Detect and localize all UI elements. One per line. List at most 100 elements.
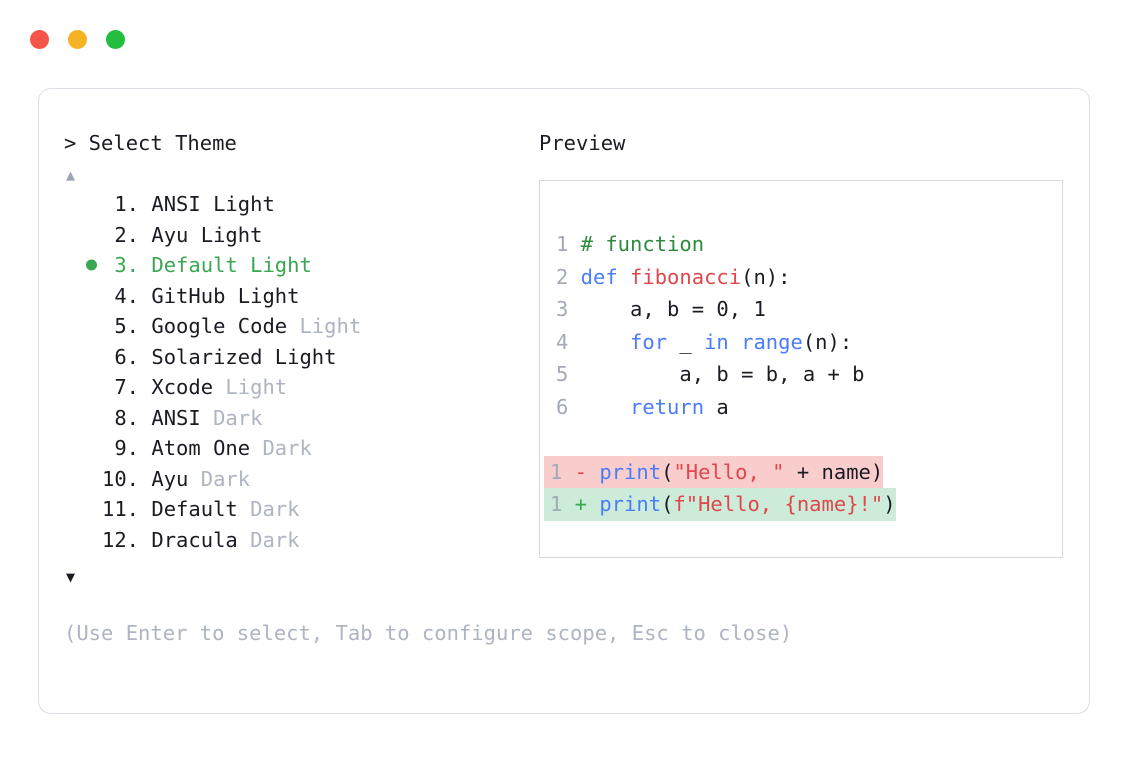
theme-item-variant: Dark: [250, 436, 312, 460]
theme-list-item[interactable]: 8. ANSI Dark: [64, 403, 524, 434]
theme-list-item[interactable]: 12. Dracula Dark: [64, 525, 524, 556]
code-token: ,: [728, 297, 754, 321]
theme-item-number: 9: [114, 436, 127, 460]
theme-list-item[interactable]: 9. Atom One Dark: [64, 433, 524, 464]
theme-list-item[interactable]: 6. Solarized Light: [64, 342, 524, 373]
code-token: fibonacci: [630, 264, 742, 289]
selected-bullet-icon: [86, 504, 97, 515]
code-token: # function: [580, 232, 705, 256]
theme-item-number-dot: .: [126, 253, 152, 277]
theme-list-item[interactable]: 4. GitHub Light: [64, 281, 524, 312]
code-token: for: [630, 329, 668, 354]
code-token: (n):: [802, 329, 853, 354]
theme-item-number: 1: [114, 192, 127, 216]
theme-item-number-dot: .: [126, 344, 152, 369]
theme-list-item[interactable]: 2. Ayu Light: [64, 220, 524, 251]
theme-item-variant: Dark: [237, 497, 300, 521]
selected-bullet-icon: [86, 412, 97, 423]
theme-item-number: 10: [102, 466, 127, 491]
theme-item-number-dot: .: [126, 436, 152, 460]
theme-list-item[interactable]: 7. Xcode Light: [64, 372, 524, 403]
selected-bullet-icon: [86, 382, 97, 393]
preview-label: Preview: [539, 131, 626, 155]
scroll-up-icon[interactable]: ▲: [66, 166, 76, 184]
code-token: in: [704, 329, 729, 354]
close-icon[interactable]: [30, 30, 49, 49]
theme-item-variant: Light: [213, 375, 288, 399]
theme-item-name: Atom One: [151, 436, 251, 460]
selected-bullet-icon: [86, 199, 97, 210]
code-token: _: [667, 329, 705, 354]
theme-item-name: GitHub Light: [151, 283, 300, 308]
theme-item-number-dot: .: [126, 283, 152, 308]
theme-item-name: ANSI: [151, 405, 201, 430]
selected-bullet-icon: [86, 321, 97, 332]
theme-item-number: 6: [114, 344, 127, 369]
code-gap: [540, 423, 1062, 456]
code-token: print: [599, 492, 662, 516]
theme-item-number-dot: .: [126, 314, 152, 338]
selected-bullet-icon: [86, 443, 97, 454]
code-token: (: [661, 459, 674, 484]
code-token: a, b =: [580, 297, 717, 321]
theme-item-number-dot: .: [126, 192, 152, 216]
theme-list-item[interactable]: 3. Default Light: [64, 250, 524, 281]
code-token: + name): [784, 459, 884, 484]
code-line: 5 a, b = b, a + b: [540, 358, 1062, 391]
theme-list-item[interactable]: 5. Google Code Light: [64, 311, 524, 342]
selected-bullet-icon: [86, 229, 97, 240]
theme-item-name: ANSI Light: [151, 192, 275, 216]
selected-bullet-icon: [86, 473, 97, 484]
selected-bullet-icon: [86, 290, 97, 301]
window-traffic-lights: [30, 30, 125, 49]
theme-item-name: Dracula: [151, 527, 238, 552]
keyboard-hint: (Use Enter to select, Tab to configure s…: [64, 621, 793, 645]
theme-item-name: Google Code: [151, 314, 288, 338]
diff-marker: +: [574, 492, 600, 516]
minimize-icon[interactable]: [68, 30, 87, 49]
code-token: range: [741, 329, 803, 354]
theme-list-item[interactable]: 1. ANSI Light: [64, 189, 524, 220]
theme-item-number-dot: .: [126, 497, 152, 521]
theme-list-item[interactable]: 11. Default Dark: [64, 494, 524, 525]
theme-item-name: Solarized Light: [151, 344, 337, 369]
code-line: 3 a, b = 0, 1: [540, 293, 1062, 326]
diff-block: 1- print("Hello, " + name)1+ print(f"Hel…: [540, 455, 1062, 521]
theme-item-number: 3: [114, 253, 127, 277]
code-token: "Hello, ": [673, 459, 785, 484]
theme-item-variant: Dark: [237, 527, 300, 552]
diff-added-line: 1+ print(f"Hello, {name}!"): [544, 488, 896, 521]
code-token: f"Hello, {name}!": [673, 492, 884, 516]
maximize-icon[interactable]: [106, 30, 125, 49]
code-token: [581, 395, 630, 419]
line-number: 1: [550, 459, 563, 484]
theme-item-number-dot: .: [126, 527, 152, 552]
theme-item-number: 12: [102, 527, 127, 552]
diff-removed-line: 1- print("Hello, " + name): [544, 455, 884, 488]
theme-item-number-dot: .: [126, 375, 152, 399]
code-token: [581, 330, 630, 354]
theme-item-number: 7: [114, 375, 127, 399]
theme-item-name: Default: [151, 497, 238, 521]
code-token: print: [599, 459, 662, 484]
theme-item-name: Default Light: [151, 253, 312, 277]
line-number: 4: [556, 329, 569, 354]
scroll-down-icon[interactable]: ▼: [66, 568, 76, 586]
code-token: (n):: [741, 264, 791, 289]
theme-item-number: 8: [114, 405, 127, 430]
theme-item-number: 4: [114, 283, 127, 308]
code-token: 0: [716, 297, 729, 321]
theme-item-variant: Dark: [200, 405, 263, 430]
theme-item-number-dot: .: [126, 222, 152, 247]
selected-bullet-icon: [86, 259, 97, 271]
theme-item-number-dot: .: [126, 405, 152, 430]
code-token: a, b = b, a + b: [580, 362, 865, 386]
line-number: 2: [556, 264, 569, 289]
theme-list-item[interactable]: 10. Ayu Dark: [64, 464, 524, 495]
